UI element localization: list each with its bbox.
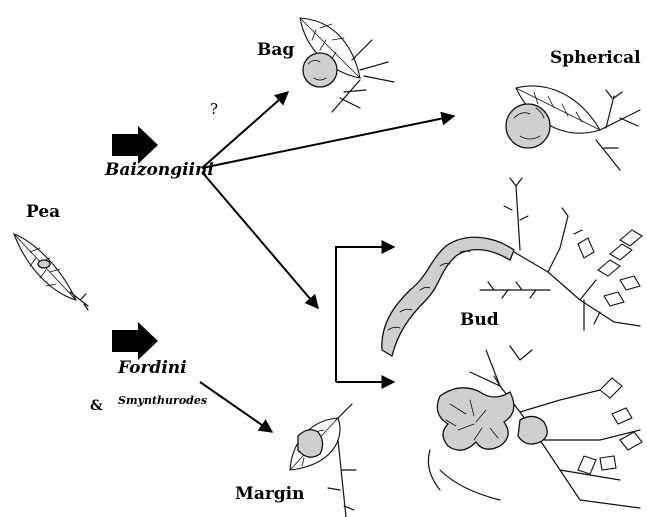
elongated-bud-gall-illustration xyxy=(382,178,642,356)
label-smynthurodes: Smynthurodes xyxy=(118,394,207,407)
label-spherical: Spherical xyxy=(550,48,641,68)
bud-bracket xyxy=(336,247,394,382)
label-fordini: Fordini xyxy=(118,358,187,378)
spherical-gall-illustration xyxy=(506,86,640,170)
label-margin: Margin xyxy=(235,484,305,504)
arrow-to-bud xyxy=(202,172,318,308)
arrow-to-spherical xyxy=(202,116,454,168)
block-arrow-right-icon xyxy=(112,322,158,360)
label-baizongiini: Baizongiini xyxy=(105,160,214,180)
label-bag: Bag xyxy=(257,40,294,60)
bag-gall-illustration xyxy=(300,18,394,112)
label-question-mark: ? xyxy=(210,100,218,118)
label-pea: Pea xyxy=(26,202,60,222)
label-ampersand: & xyxy=(90,398,103,414)
label-bud: Bud xyxy=(460,310,499,330)
clustered-bud-gall-illustration xyxy=(428,346,642,508)
arrow-to-margin xyxy=(200,382,272,432)
block-arrow-right-icon xyxy=(112,126,158,164)
pea-gall-illustration xyxy=(14,234,88,310)
